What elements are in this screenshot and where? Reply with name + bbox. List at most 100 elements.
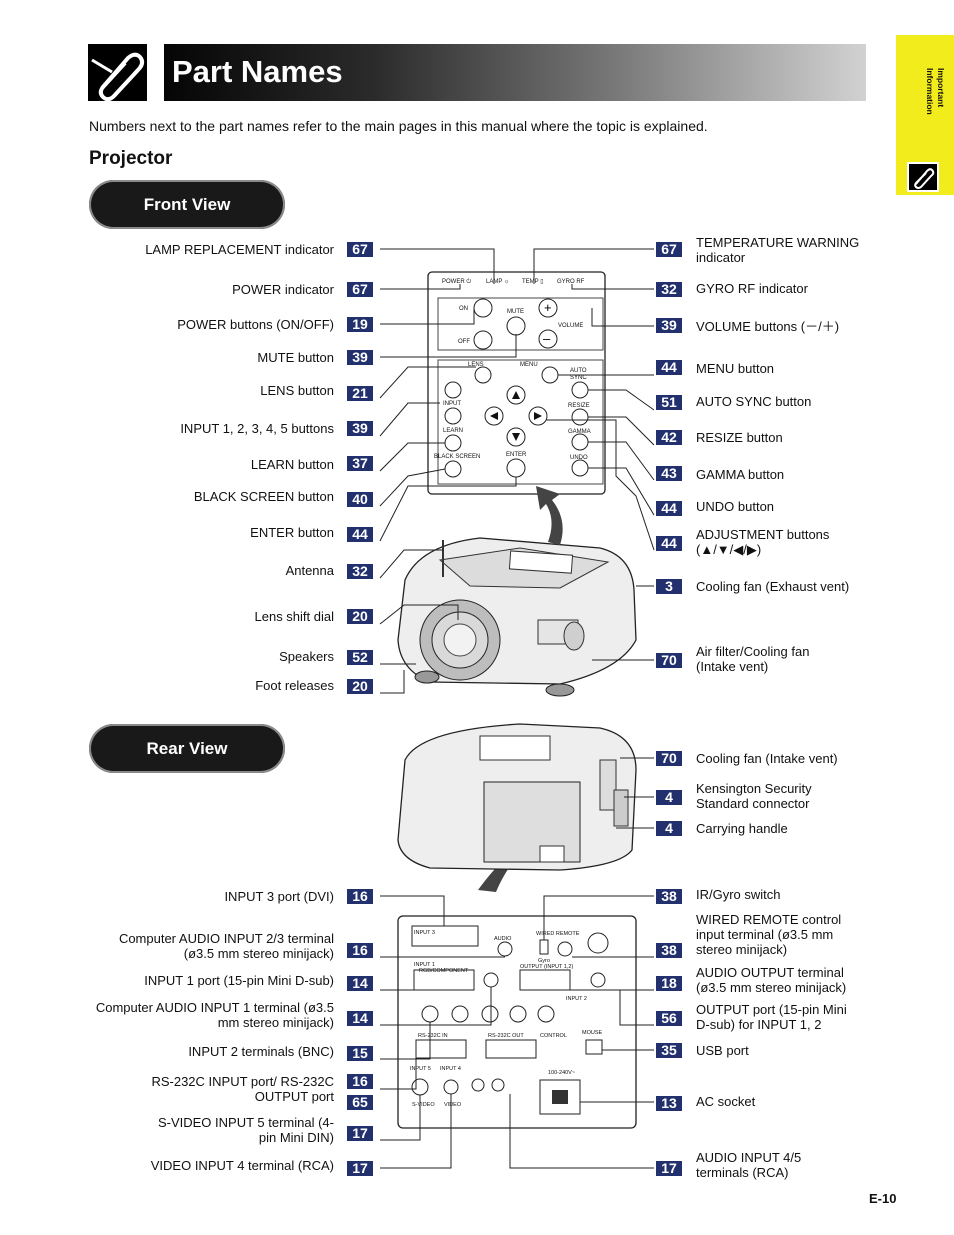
page-badge: 56 (656, 1011, 682, 1026)
page-badge: 16 (347, 889, 373, 904)
svg-text:SYNC: SYNC (570, 375, 587, 381)
page-badge: 18 (656, 976, 682, 991)
page-badge: 14 (347, 976, 373, 991)
label-computer-audio-23: Computer AUDIO INPUT 2/3 terminal (ø3.5 … (118, 931, 334, 961)
page-badge: 38 (656, 943, 682, 958)
label-wired-remote: WIRED REMOTE control input terminal (ø3.… (696, 912, 842, 957)
learn-button-icon (444, 434, 462, 452)
page-badge: 44 (656, 536, 682, 551)
page-badge: 43 (656, 466, 682, 481)
svg-text:RGB/COMPONENT: RGB/COMPONENT (419, 968, 469, 974)
page-badge: 67 (656, 242, 682, 257)
bnc-v-icon (537, 1005, 555, 1023)
label-ir-gyro-switch: IR/Gyro switch (696, 887, 781, 902)
page-badge: 67 (347, 242, 373, 257)
label-learn-button: LEARN button (250, 457, 334, 472)
svg-text:ON: ON (459, 306, 468, 312)
label-volume-buttons: VOLUME buttons (－/＋) (696, 319, 840, 334)
paperclip-icon (88, 44, 147, 101)
label-foot-releases: Foot releases (255, 678, 334, 693)
page-badge: 44 (347, 527, 373, 542)
usb-port-icon (585, 1039, 603, 1055)
label-carrying-handle: Carrying handle (696, 821, 788, 836)
svideo-jack-icon (411, 1078, 429, 1096)
svg-text:ENTER: ENTER (506, 452, 527, 458)
svg-text:OUTPUT (INPUT 1,2): OUTPUT (INPUT 1,2) (520, 964, 573, 970)
page-badge: 17 (347, 1161, 373, 1176)
page-badge: 4 (656, 821, 682, 836)
panel-power-label: POWER ⏻ (442, 278, 471, 285)
bnc-g-icon (451, 1005, 469, 1023)
side-paperclip-icon (907, 162, 939, 192)
svg-text:AUDIO: AUDIO (494, 936, 512, 942)
svg-text:AUTO: AUTO (570, 368, 587, 374)
label-gamma: GAMMA button (696, 467, 785, 482)
projector-rear-body (397, 723, 637, 871)
label-input-buttons: INPUT 1, 2, 3, 4, 5 buttons (180, 421, 334, 436)
page-badge: 44 (656, 360, 682, 375)
label-lens-button: LENS button (260, 383, 334, 398)
bnc-b-icon (481, 1005, 499, 1023)
label-output-port: OUTPUT port (15-pin Mini D-sub) for INPU… (696, 1002, 847, 1032)
page-badge: 70 (656, 751, 682, 766)
front-control-panel (427, 271, 606, 495)
svg-text:OFF: OFF (458, 339, 470, 345)
rear-view-heading: Rear View (89, 724, 285, 773)
page-badge: 52 (347, 650, 373, 665)
svg-text:BLACK SCREEN: BLACK SCREEN (434, 454, 480, 460)
label-mute-button: MUTE button (257, 350, 334, 365)
label-video-input4: VIDEO INPUT 4 terminal (RCA) (150, 1158, 334, 1173)
power-off-button-icon (473, 330, 493, 350)
up-arrow-graphic (536, 486, 563, 545)
gamma-button-icon (571, 433, 589, 451)
label-cooling-fan-intake: Cooling fan (Intake vent) (696, 751, 838, 766)
svg-text:MOUSE: MOUSE (582, 1030, 603, 1036)
svg-text:VOLUME: VOLUME (558, 323, 583, 329)
power-on-button-icon (473, 298, 493, 318)
label-auto-sync: AUTO SYNC button (696, 394, 812, 409)
input1-port-icon (413, 969, 475, 991)
label-kensington: Kensington Security Standard connector (696, 781, 812, 811)
resize-button-icon (571, 408, 589, 426)
page-badge: 13 (656, 1096, 682, 1111)
page-badge: 44 (656, 501, 682, 516)
undo-button-icon (571, 459, 589, 477)
label-undo: UNDO button (696, 499, 775, 514)
auto-sync-button-icon (571, 381, 589, 399)
intro-text: Numbers next to the part names refer to … (89, 118, 708, 134)
label-cooling-fan-exhaust: Cooling fan (Exhaust vent) (696, 579, 850, 594)
label-lamp-replacement: LAMP REPLACEMENT indicator (145, 242, 334, 257)
page-badge: 39 (656, 318, 682, 333)
page-badge: 17 (656, 1161, 682, 1176)
svg-text:WIRED REMOTE: WIRED REMOTE (536, 931, 580, 937)
svg-text:INPUT 4: INPUT 4 (440, 1066, 461, 1072)
label-black-screen-button: BLACK SCREEN button (193, 489, 334, 504)
page-number: E-10 (869, 1191, 897, 1206)
page-badge: 4 (656, 790, 682, 805)
svg-text:TEMP ▯: TEMP ▯ (522, 279, 544, 285)
svg-text:100-240V~: 100-240V~ (548, 1070, 575, 1076)
label-audio-output: AUDIO OUTPUT terminal (ø3.5 mm stereo mi… (696, 965, 847, 995)
audio-in-l-jack-icon (471, 1078, 485, 1092)
label-speakers: Speakers (279, 649, 334, 664)
label-power-indicator: POWER indicator (232, 282, 334, 297)
page-badge: 35 (656, 1043, 682, 1058)
audio-in-r-jack-icon (491, 1078, 505, 1092)
svg-text:LENS: LENS (468, 362, 484, 368)
svg-text:UNDO: UNDO (570, 455, 588, 461)
title-bar (164, 44, 866, 101)
label-svideo-input5: S-VIDEO INPUT 5 terminal (4-pin Mini DIN… (157, 1115, 334, 1145)
svg-text:GYRO RF: GYRO RF (557, 279, 585, 285)
label-ac-socket: AC socket (696, 1094, 756, 1109)
svg-text:S-VIDEO: S-VIDEO (412, 1102, 435, 1108)
audio-output-jack-icon (590, 972, 606, 988)
svg-text:INPUT: INPUT (443, 401, 461, 407)
label-computer-audio-1: Computer AUDIO INPUT 1 terminal (ø3.5 mm… (95, 1000, 334, 1030)
page-badge: 21 (347, 386, 373, 401)
volume-up-icon (538, 298, 558, 318)
wired-remote-jack-icon (557, 941, 573, 957)
page-badge: 15 (347, 1046, 373, 1061)
audio-23-jack-icon (497, 941, 513, 957)
page-badge: 17 (347, 1126, 373, 1141)
lens-button-icon (474, 366, 492, 384)
